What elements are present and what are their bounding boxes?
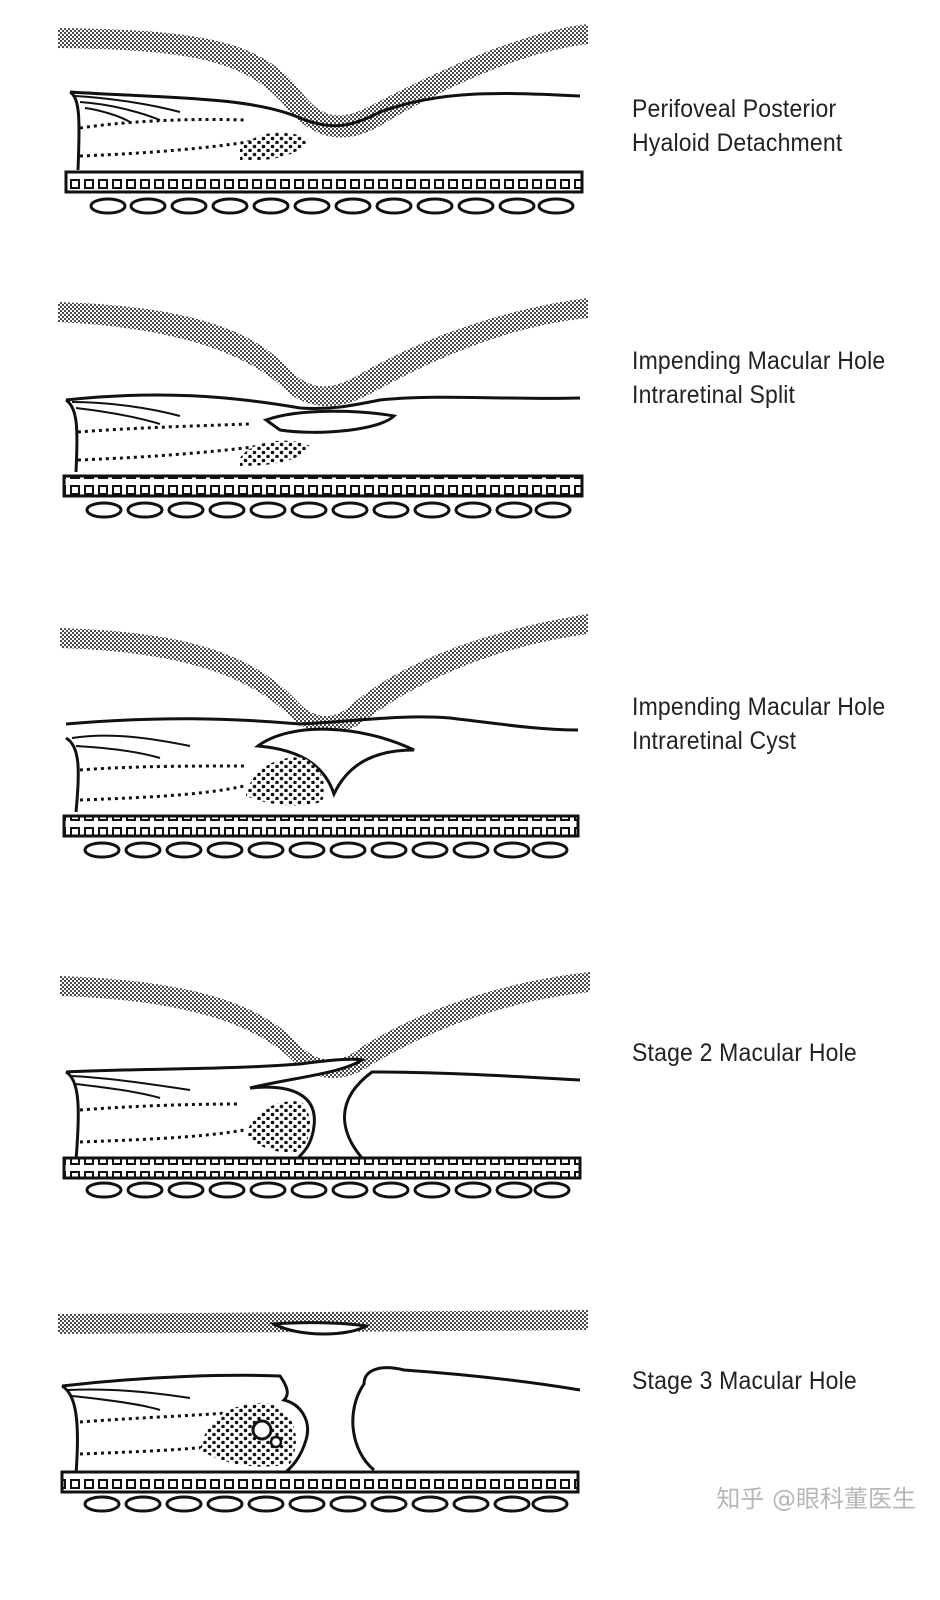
caption-line: Stage 2 Macular Hole [632,1039,857,1067]
outer-plexiform-row-2 [77,444,261,462]
diagram-stage-b [58,298,588,519]
choroid-ellipses [83,1495,569,1513]
operculum [268,1321,371,1336]
posterior-hyaloid [58,298,588,406]
caption-line: Perifoveal Posterior [632,95,837,123]
foveal-dot-cluster [200,1403,296,1467]
intraretinal-split [262,409,398,434]
outer-plexiform-row-1 [79,1410,241,1424]
choroid-ellipses [85,1181,571,1199]
diagram-stage-d [60,972,590,1199]
caption-line: Impending Macular Hole [632,693,886,721]
nerve-fiber-wisps [74,95,181,123]
caption-stage-a: Perifoveal Posterior Hyaloid Detachment [632,92,842,160]
rpe-layer [62,814,580,838]
outer-plexiform-row-2 [79,784,245,802]
outer-plexiform-row-1 [79,764,245,772]
outer-plexiform-row-1 [79,117,246,130]
nerve-fiber-wisps [71,401,181,425]
panel-stage-a: Perifoveal Posterior Hyaloid Detachment [0,0,940,300]
choroid-ellipses [83,841,569,859]
diagram-stage-e [58,1310,588,1513]
hole-right-edge [351,1366,581,1472]
panel-stage-b: Impending Macular Hole Intraretinal Spli… [0,290,940,590]
retinal-edge [65,398,79,473]
panel-stage-e: Stage 3 Macular Hole [0,1300,940,1600]
residual-cyst-large [251,1419,273,1441]
watermark: 知乎 @眼科董医生 [716,1485,916,1513]
operculum-flap [65,1057,366,1090]
residual-cyst-small [269,1435,283,1449]
nerve-fiber-wisps [71,734,191,759]
caption-stage-c: Impending Macular Hole Intraretinal Cyst [632,690,885,758]
rpe-layer [64,170,584,194]
caption-stage-d: Stage 2 Macular Hole [632,1036,857,1070]
nerve-fiber-wisps [67,1388,191,1411]
rpe-layer [62,474,584,498]
foveal-dot-cluster [246,1101,311,1153]
diagram-stage-c [60,614,588,859]
foveal-dot-cluster [246,757,325,806]
inner-retina-surface [69,90,581,128]
posterior-hyaloid [58,24,588,138]
retinal-edge [65,736,80,813]
choroid-ellipses [89,197,575,215]
outer-plexiform-row-1 [77,422,251,434]
outer-plexiform-row-1 [79,1102,241,1112]
cyst-wall [249,1085,316,1160]
caption-line: Stage 3 Macular Hole [632,1367,857,1395]
caption-line: Intraretinal Cyst [632,727,797,755]
caption-line: Intraretinal Split [632,381,796,409]
panel-stage-d: Stage 2 Macular Hole [0,960,940,1260]
nerve-fiber-wisps [71,1075,191,1099]
rpe-layer [62,1156,582,1180]
panel-stage-c: Impending Macular Hole Intraretinal Cyst [0,600,940,900]
foveal-dot-cluster [240,132,308,161]
choroid-ellipses [85,501,572,519]
caption-line: Impending Macular Hole [632,347,886,375]
outer-plexiform-row-2 [79,1128,245,1144]
retinal-edge [69,90,81,171]
outer-plexiform-row-2 [79,1442,237,1456]
posterior-hyaloid [60,972,590,1079]
outer-plexiform-row-2 [79,138,261,158]
diagram-stage-a [58,24,588,215]
foveal-dot-cluster [240,440,310,466]
inner-retina-surface [65,715,579,732]
caption-line: Hyaloid Detachment [632,129,843,157]
retinal-edge [65,1070,80,1161]
inner-retina-surface [65,393,581,411]
hole-right-edge [343,1070,581,1159]
caption-stage-e: Stage 3 Macular Hole [632,1364,857,1398]
intraretinal-cyst [253,727,415,799]
caption-stage-b: Impending Macular Hole Intraretinal Spli… [632,344,885,412]
retinal-edge-left [61,1373,309,1475]
rpe-layer [60,1470,580,1494]
posterior-hyaloid [60,614,588,733]
